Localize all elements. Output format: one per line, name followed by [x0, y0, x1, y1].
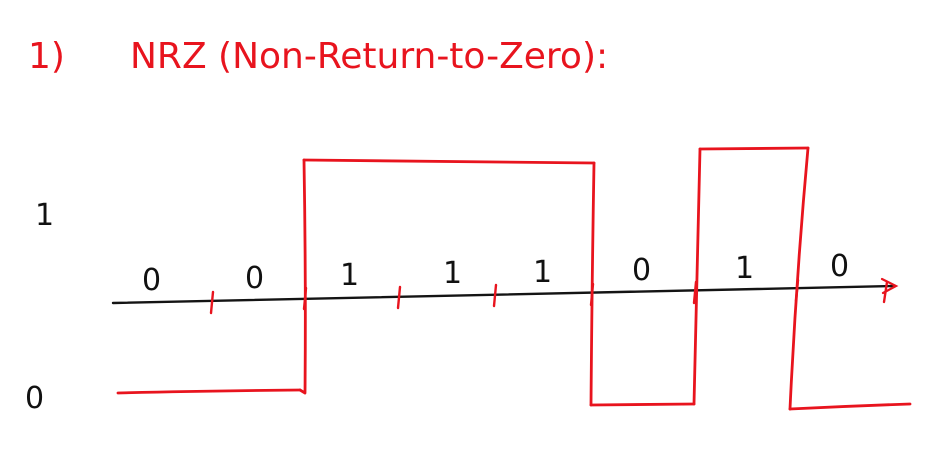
nrz-signal	[116, 146, 912, 411]
signal-low-segment	[116, 388, 302, 395]
axis-tick	[492, 283, 498, 308]
signal-rising-edge	[692, 147, 702, 406]
bit-labels: 0 0 1 1 1 0 1 0	[142, 249, 849, 298]
signal-high-segment	[698, 146, 810, 151]
bit-label: 1	[533, 255, 552, 290]
bit-label: 0	[142, 263, 161, 298]
axis-tick	[882, 280, 889, 304]
heading-title: NRZ (Non-Return-to-Zero):	[130, 36, 608, 77]
bit-label: 1	[735, 251, 754, 286]
signal-falling-edge	[589, 161, 596, 407]
bit-label: 0	[632, 253, 651, 288]
level-high-label: 1	[35, 198, 54, 233]
bit-label: 1	[340, 258, 359, 293]
signal-low-segment	[589, 402, 696, 407]
heading-number: 1)	[28, 36, 65, 77]
time-axis	[111, 284, 897, 305]
bit-label: 0	[245, 261, 264, 296]
signal-high-segment	[302, 158, 596, 165]
signal-rising-edge	[298, 158, 307, 395]
axis-tick	[209, 290, 215, 315]
signal-low-segment	[788, 402, 912, 411]
signal-falling-edge	[788, 146, 810, 411]
level-low-label: 0	[25, 381, 44, 416]
bit-label: 0	[830, 249, 849, 284]
axis-tick	[396, 285, 402, 310]
bit-label: 1	[443, 256, 462, 291]
